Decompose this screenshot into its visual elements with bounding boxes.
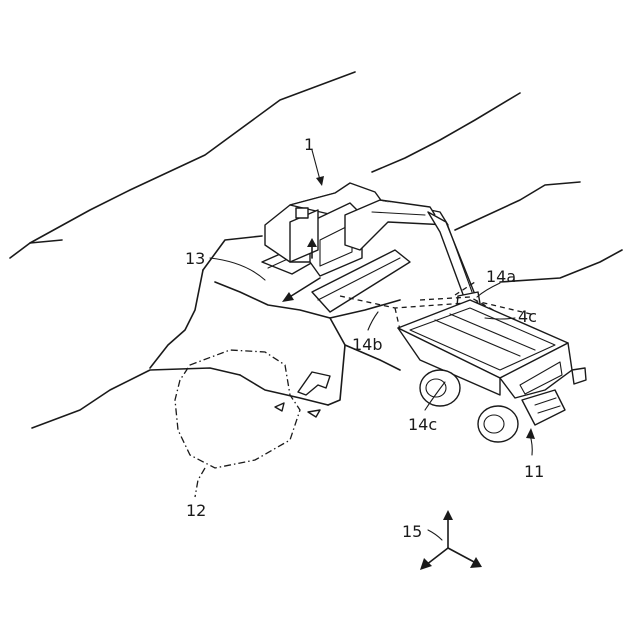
label-path-a: 14a: [486, 267, 516, 286]
coordinate-axes: [420, 510, 482, 570]
label-coordinate-axes: 15: [402, 522, 422, 541]
slope-arrow: [282, 278, 320, 302]
label-path-b: 14b: [352, 335, 383, 354]
label-dump-truck: 11: [524, 462, 544, 481]
region-12-leader: [195, 468, 205, 497]
label-excavator: 1: [304, 135, 314, 154]
label-slope-face: 13: [185, 249, 205, 268]
label-terrain-region: 12: [186, 501, 206, 520]
label-bucket-point: 4c: [518, 307, 537, 326]
label-path-c: 14c: [408, 415, 437, 434]
